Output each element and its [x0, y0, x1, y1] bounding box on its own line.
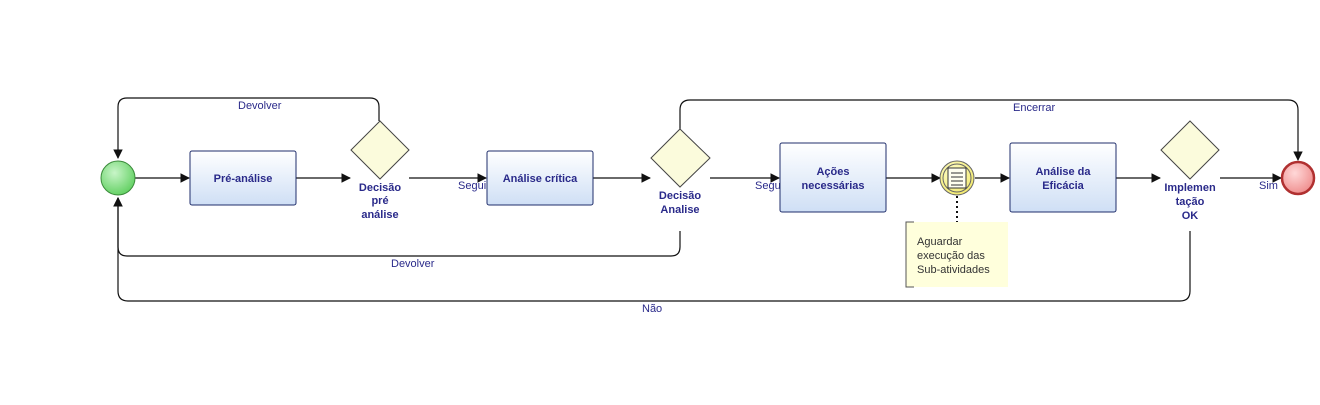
- gateway-decisao-pre-line3: análise: [361, 209, 398, 221]
- label-nao: Não: [642, 303, 662, 315]
- label-encerrar: Encerrar: [1013, 102, 1056, 114]
- gateway-implementacao-line3: OK: [1182, 210, 1199, 222]
- edge-nao: [113, 197, 1191, 302]
- edge-devolver-top: [113, 97, 380, 159]
- end-event[interactable]: [1280, 160, 1316, 196]
- gateway-implementacao-ok[interactable]: Implemen tação OK: [1160, 120, 1220, 222]
- task-acoes-necessarias[interactable]: Ações necessárias: [779, 142, 887, 213]
- edge-devolver-bottom: [113, 197, 681, 257]
- gateway-decisao-pre-line2: pré: [371, 195, 388, 207]
- gateway-implementacao-line1: Implemen: [1164, 182, 1216, 194]
- label-devolver-bottom: Devolver: [391, 258, 435, 270]
- task-acoes-label-line2: necessárias: [802, 180, 865, 192]
- gateway-decisao-pre-line1: Decisão: [359, 182, 401, 194]
- annotation-line3: Sub-atividades: [917, 264, 990, 276]
- task-analise-eficacia[interactable]: Análise da Eficácia: [1009, 142, 1117, 213]
- edge-encerrar: [679, 99, 1303, 161]
- task-analise-critica[interactable]: Análise crítica: [486, 150, 594, 206]
- intermediate-conditional-event[interactable]: [939, 160, 975, 196]
- gateway-decisao-analise-line1: Decisão: [659, 190, 701, 202]
- label-seguir-2: Seguir: [755, 180, 787, 192]
- annotation-line1: Aguardar: [917, 236, 963, 248]
- task-pre-analise[interactable]: Pré-análise: [189, 150, 297, 206]
- annotation-line2: execução das: [917, 250, 985, 262]
- task-pre-analise-label: Pré-análise: [214, 173, 273, 185]
- task-analise-critica-label: Análise crítica: [503, 173, 578, 185]
- gateway-decisao-analise-line2: Analise: [660, 204, 699, 216]
- task-eficacia-label-line2: Eficácia: [1042, 180, 1084, 192]
- label-seguir-1: Seguir: [458, 180, 490, 192]
- start-event[interactable]: [100, 160, 136, 196]
- gateway-decisao-analise[interactable]: Decisão Analise: [650, 128, 711, 216]
- gateway-decisao-pre-analise[interactable]: Decisão pré análise: [350, 120, 410, 221]
- label-sim: Sim: [1259, 180, 1278, 192]
- gateway-implementacao-line2: tação: [1176, 196, 1205, 208]
- task-eficacia-label-line1: Análise da: [1035, 166, 1091, 178]
- label-devolver-top: Devolver: [238, 100, 282, 112]
- text-annotation[interactable]: Aguardar execução das Sub-atividades: [905, 221, 1008, 288]
- task-acoes-label-line1: Ações: [816, 166, 849, 178]
